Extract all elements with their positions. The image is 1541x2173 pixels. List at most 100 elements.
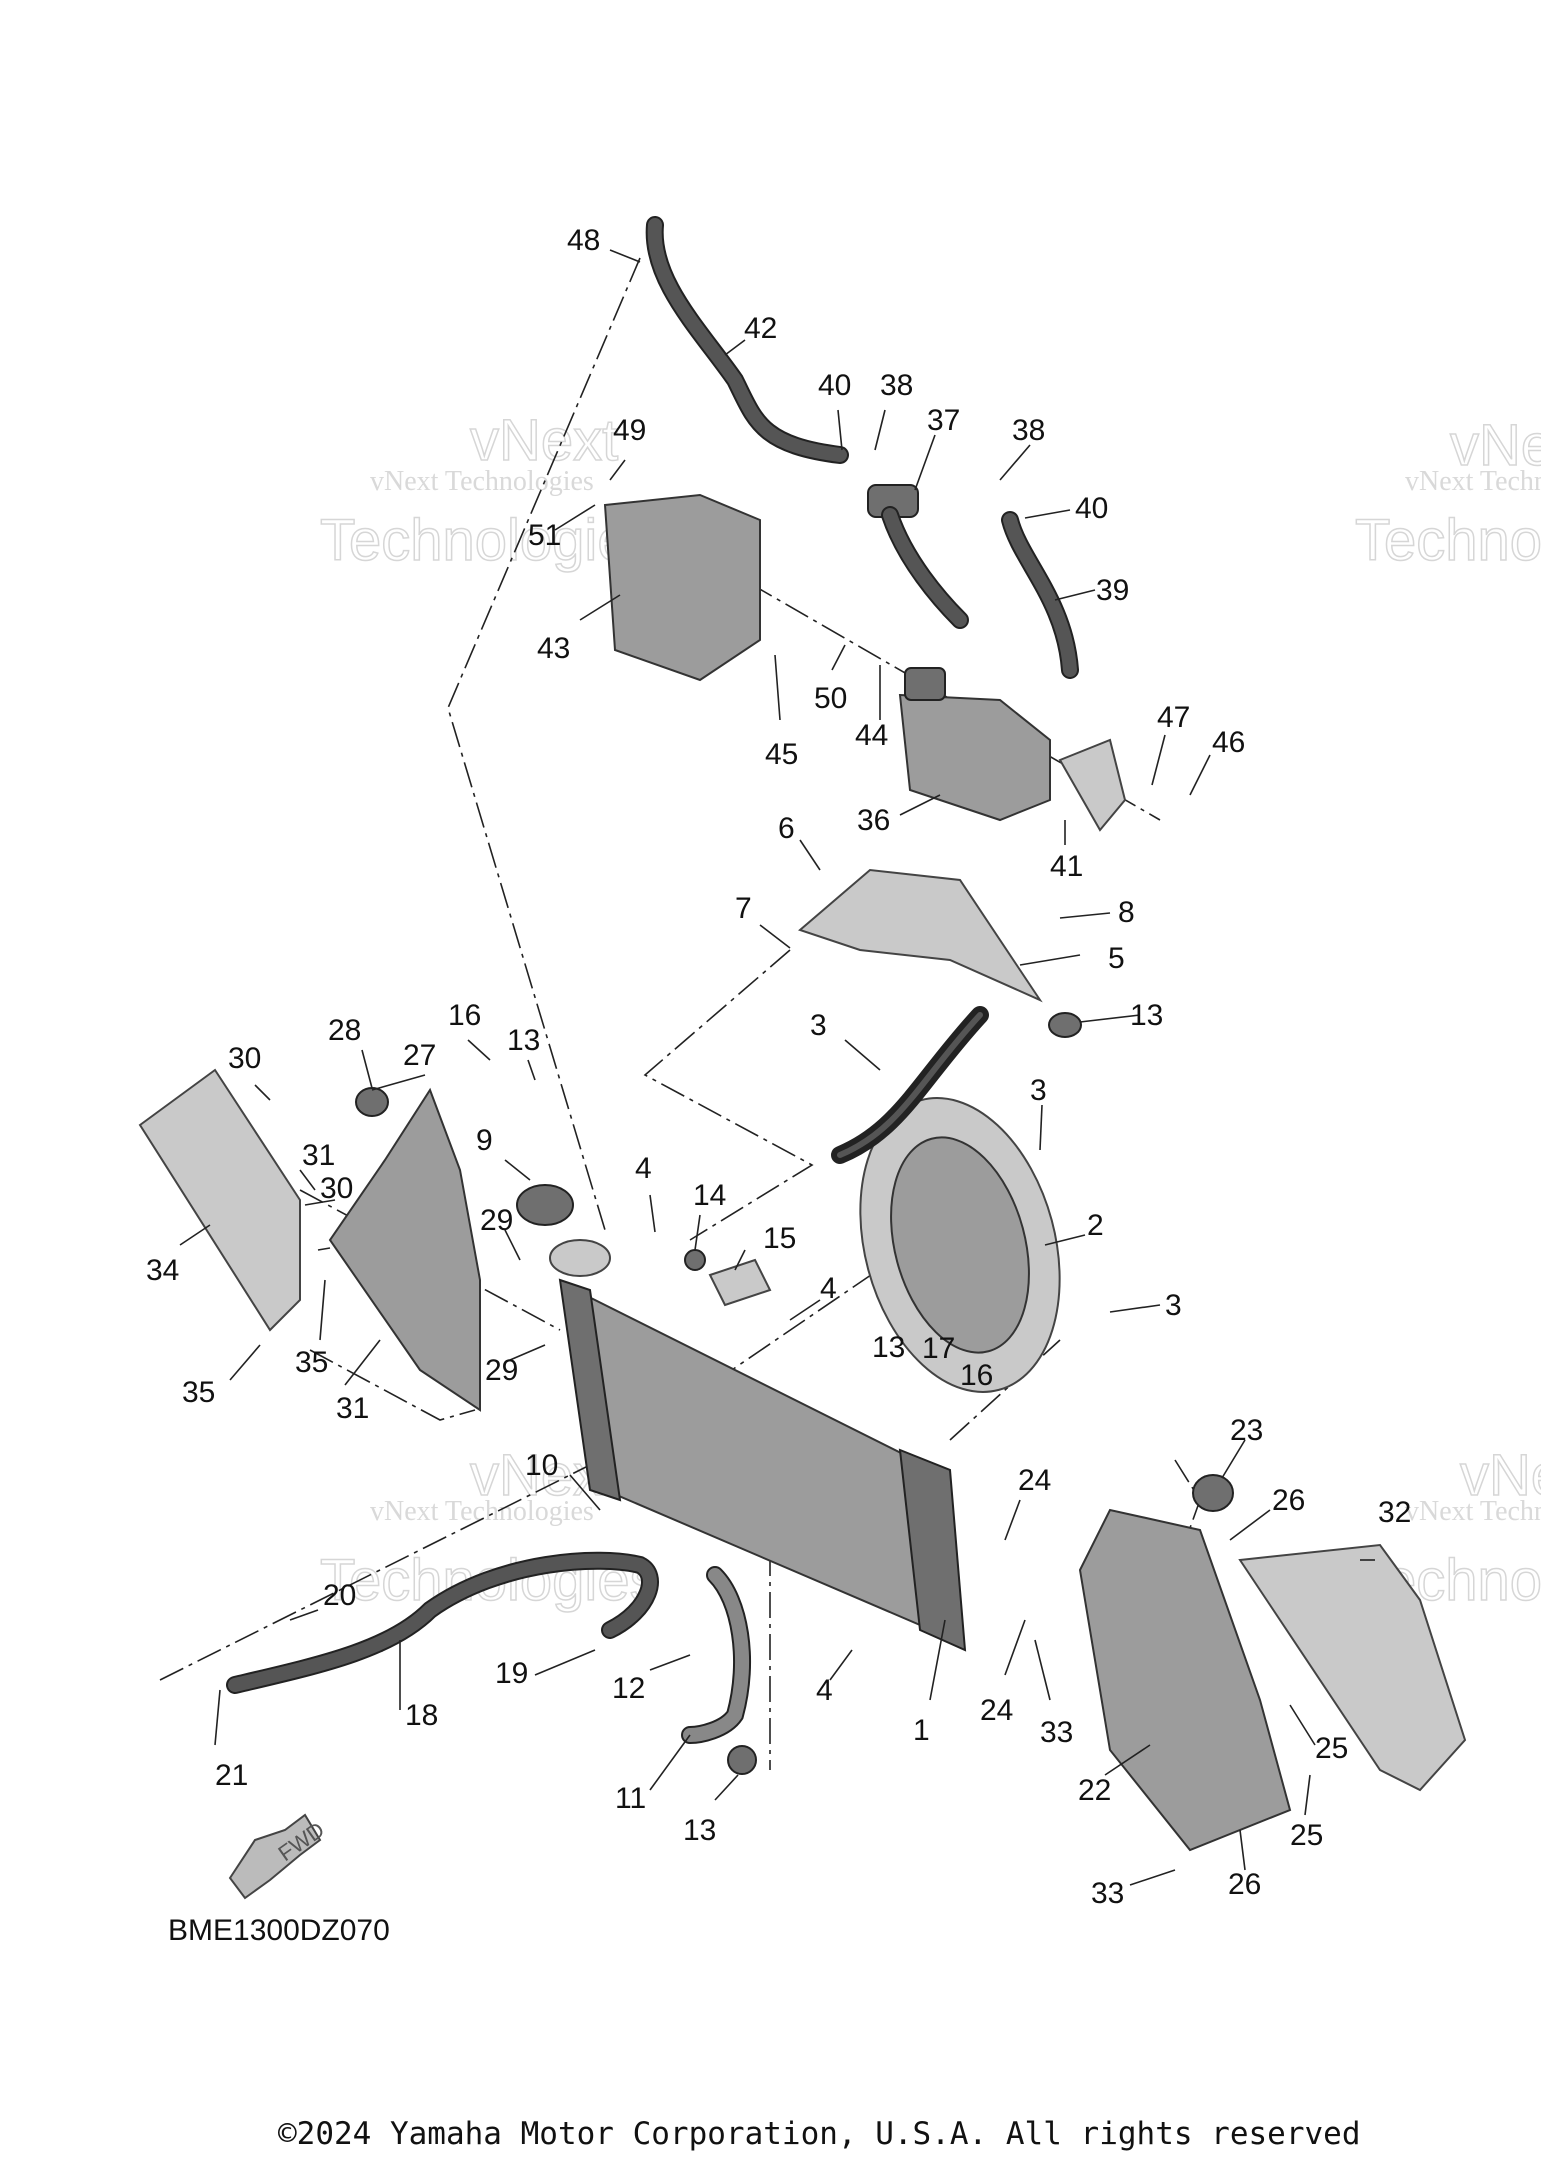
reservoir-hose bbox=[883, 508, 967, 627]
callout-24: 24 bbox=[1018, 1464, 1051, 1497]
watermark-big-text: vNext bbox=[1460, 1443, 1541, 1508]
leader-line bbox=[1059, 912, 1111, 919]
callout-35: 35 bbox=[182, 1376, 215, 1409]
leader-line bbox=[759, 924, 791, 949]
callout-32: 32 bbox=[1378, 1496, 1411, 1529]
watermark-big-text: vNext bbox=[1450, 413, 1541, 478]
leader-line bbox=[1239, 1829, 1246, 1871]
leader-line bbox=[299, 1169, 316, 1191]
leader-line bbox=[179, 1224, 211, 1246]
callout-31: 31 bbox=[336, 1392, 369, 1425]
leader-line bbox=[509, 1344, 546, 1361]
leader-line bbox=[714, 1774, 739, 1801]
leader-line bbox=[694, 1214, 701, 1251]
leader-line bbox=[1289, 1704, 1316, 1746]
callout-10: 10 bbox=[525, 1449, 558, 1482]
callout-33: 33 bbox=[1091, 1877, 1124, 1910]
callout-38: 38 bbox=[880, 369, 913, 402]
callout-51: 51 bbox=[528, 519, 561, 552]
breather-hose bbox=[647, 218, 847, 462]
callout-7: 7 bbox=[735, 892, 752, 925]
leader-line bbox=[1034, 1639, 1051, 1701]
leader-line bbox=[1151, 734, 1166, 786]
callout-16: 16 bbox=[960, 1359, 993, 1392]
callout-41: 41 bbox=[1050, 850, 1083, 883]
right-fan-shroud bbox=[1078, 1508, 1292, 1852]
leader-line bbox=[1004, 1499, 1021, 1541]
leader-line bbox=[214, 1689, 221, 1746]
callout-29: 29 bbox=[480, 1204, 513, 1237]
callout-24: 24 bbox=[980, 1694, 1013, 1727]
callout-48: 48 bbox=[567, 224, 600, 257]
left-fan-shroud bbox=[328, 1087, 481, 1412]
callout-50: 50 bbox=[814, 682, 847, 715]
leader-line bbox=[874, 409, 886, 451]
radiator-filler-neck bbox=[549, 1239, 611, 1277]
watermark-big-text: vNext bbox=[470, 408, 618, 473]
diagram-code: BME1300DZ070 bbox=[168, 1914, 390, 1947]
callout-18: 18 bbox=[405, 1699, 438, 1732]
callout-33: 33 bbox=[1040, 1716, 1073, 1749]
assembly-line bbox=[447, 257, 641, 1231]
copyright-notice: ©2024 Yamaha Motor Corporation, U.S.A. A… bbox=[278, 2116, 1361, 2152]
callout-25: 25 bbox=[1290, 1819, 1323, 1852]
leader-line bbox=[999, 444, 1031, 481]
watermark-text: vNext Technologies bbox=[1405, 1496, 1541, 1527]
leader-line bbox=[649, 1194, 656, 1233]
radiator-side-tank bbox=[898, 1448, 967, 1652]
leader-line bbox=[1229, 1509, 1271, 1541]
leader-line bbox=[534, 1649, 596, 1676]
callout-31: 31 bbox=[302, 1139, 335, 1172]
callout-26: 26 bbox=[1228, 1868, 1261, 1901]
watermark-big-text: Technologies bbox=[320, 508, 659, 573]
callout-4: 4 bbox=[816, 1674, 833, 1707]
grommet bbox=[684, 1249, 706, 1271]
callout-46: 46 bbox=[1212, 726, 1245, 759]
callout-42: 42 bbox=[744, 312, 777, 345]
callout-9: 9 bbox=[476, 1124, 493, 1157]
callout-13: 13 bbox=[872, 1331, 905, 1364]
callout-27: 27 bbox=[403, 1039, 436, 1072]
callout-40: 40 bbox=[1075, 492, 1108, 525]
radiator-lower-hose bbox=[228, 1553, 657, 1692]
ring bbox=[355, 1087, 389, 1117]
leader-line bbox=[929, 1619, 946, 1701]
leader-line bbox=[844, 1039, 881, 1071]
callout-19: 19 bbox=[495, 1657, 528, 1690]
leader-line bbox=[789, 1299, 821, 1321]
leader-line bbox=[317, 1247, 331, 1251]
leader-line bbox=[229, 1344, 261, 1381]
callout-45: 45 bbox=[765, 738, 798, 771]
callout-30: 30 bbox=[228, 1042, 261, 1075]
callout-13: 13 bbox=[683, 1814, 716, 1847]
leader-line bbox=[289, 1609, 319, 1621]
leader-line bbox=[504, 1159, 531, 1181]
callout-5: 5 bbox=[1108, 942, 1125, 975]
leader-line bbox=[1004, 1619, 1026, 1676]
callout-1: 1 bbox=[913, 1714, 930, 1747]
assembly-lines bbox=[159, 257, 1201, 1770]
leader-line bbox=[914, 434, 936, 491]
forward-arrow-icon bbox=[228, 1813, 322, 1900]
upper-bracket bbox=[798, 868, 1043, 1003]
fan-wiring bbox=[837, 1012, 983, 1158]
damper bbox=[1048, 1012, 1082, 1038]
assembly-line bbox=[949, 1339, 1061, 1441]
leader-line bbox=[1129, 1869, 1176, 1886]
leader-line bbox=[899, 794, 941, 816]
assembly-line bbox=[643, 949, 814, 1241]
leader-line bbox=[554, 504, 596, 531]
callout-26: 26 bbox=[1272, 1484, 1305, 1517]
callout-6: 6 bbox=[778, 812, 795, 845]
reservoir-cover bbox=[603, 493, 761, 682]
callout-40: 40 bbox=[818, 369, 851, 402]
callout-44: 44 bbox=[855, 719, 888, 752]
tank-cap bbox=[904, 667, 946, 701]
callout-11: 11 bbox=[615, 1782, 646, 1815]
callout-38: 38 bbox=[1012, 414, 1045, 447]
callout-4: 4 bbox=[820, 1272, 837, 1305]
leader-line bbox=[467, 1039, 491, 1061]
callout-15: 15 bbox=[763, 1222, 796, 1255]
callout-37: 37 bbox=[927, 404, 960, 437]
